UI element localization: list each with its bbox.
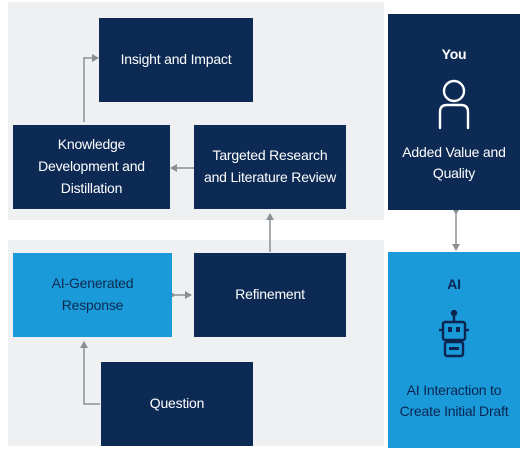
ai-title: AI: [447, 276, 461, 292]
refinement-box: Refinement: [194, 253, 346, 337]
insight-and-impact-label: Insight and Impact: [120, 51, 232, 68]
ai-generated-response-label: AI-Generated Response: [51, 275, 134, 313]
refinement-label: Refinement: [235, 286, 305, 303]
insight-and-impact-box: Insight and Impact: [99, 18, 253, 102]
arrow-question-to-response: [80, 341, 100, 405]
targeted-research-box: Targeted Research and Literature Review: [194, 125, 346, 209]
you-title: You: [441, 46, 467, 62]
targeted-research-label: Targeted Research and Literature Review: [204, 147, 336, 185]
you-panel: You Added Value and Quality: [388, 14, 520, 210]
person-icon: [438, 79, 470, 129]
robot-icon: [439, 309, 469, 357]
knowledge-development-label: Knowledge Development and Distillation: [38, 136, 145, 196]
arrow-knowledge-to-insight: [83, 54, 99, 122]
ai-panel: AI AI Interaction to Create Initial Draf…: [388, 252, 520, 448]
ai-generated-response-box: AI-Generated Response: [13, 253, 172, 337]
you-subtitle: Added Value and Quality: [402, 143, 506, 182]
question-box: Question: [101, 362, 253, 446]
question-label: Question: [149, 395, 205, 412]
ai-subtitle: AI Interaction to Create Initial Draft: [399, 381, 509, 420]
knowledge-development-box: Knowledge Development and Distillation: [13, 125, 170, 209]
